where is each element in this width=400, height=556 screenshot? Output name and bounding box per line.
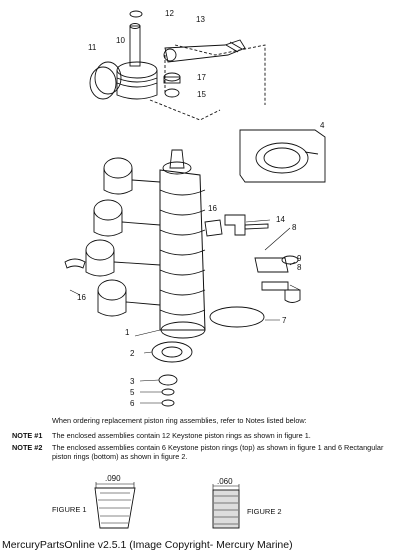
bearing-cage: [204, 214, 246, 237]
copyright-footer: MercuryPartsOnline v2.5.1 (Image Copyrig…: [2, 539, 293, 551]
figure-1-section: [94, 482, 136, 529]
seal-box: [239, 129, 326, 183]
callout-13: 13: [196, 15, 205, 24]
callout-3: 3: [130, 377, 135, 386]
ordering-notes: When ordering replacement piston ring as…: [12, 416, 392, 465]
note-2-label: NOTE #2: [12, 443, 43, 453]
callout-6: 6: [130, 399, 135, 408]
piston-crank-3: [85, 239, 161, 277]
bearing-left: [64, 258, 86, 269]
washer-5: [161, 388, 175, 396]
callout-12: 12: [165, 9, 174, 18]
figure-1-label: FIGURE 1: [52, 505, 87, 514]
callout-10: 10: [116, 36, 125, 45]
callout-8: 8: [292, 223, 297, 232]
callout-17: 17: [197, 73, 206, 82]
callout-9: 9: [297, 254, 302, 263]
piston-crank-4: [97, 279, 161, 317]
callout-7: 7: [282, 316, 287, 325]
callout-11: 11: [88, 43, 97, 52]
notes-intro: When ordering replacement piston ring as…: [52, 416, 307, 425]
washer-6: [161, 399, 175, 407]
note-1-label: NOTE #1: [12, 430, 43, 440]
dowel-pin: [244, 223, 269, 230]
figure-2-section: [212, 484, 240, 529]
callout-16a: 16: [208, 204, 217, 213]
o-ring: [209, 306, 265, 328]
note-1: NOTE #1 The enclosed assemblies contain …: [12, 430, 392, 441]
note-1-text: The enclosed assemblies contain 12 Keyst…: [52, 430, 311, 440]
callout-1: 1: [125, 328, 130, 337]
note-2-text: The enclosed assemblies contain 6 Keysto…: [52, 443, 384, 461]
ball-bearing: [151, 341, 193, 363]
piston-rings: [89, 61, 122, 100]
figure-2-dimension: .060: [217, 477, 233, 486]
piston-top: [116, 61, 158, 100]
piston-pin: [129, 23, 141, 67]
bearing-halves: [254, 255, 301, 303]
callout-4: 4: [320, 121, 325, 130]
crankshaft: [159, 149, 206, 339]
callout-15: 15: [197, 90, 206, 99]
washer-3: [158, 374, 178, 386]
figure-2-label: FIGURE 2: [247, 507, 282, 516]
connecting-rod: [163, 39, 246, 63]
washer-15: [164, 88, 180, 98]
note-2: NOTE #2 The enclosed assemblies contain …: [12, 443, 392, 461]
callout-2: 2: [130, 349, 135, 358]
lock-ring: [129, 10, 143, 18]
piston-crank-1: [103, 157, 161, 195]
callout-16b: 16: [77, 293, 86, 302]
figure-1-dimension: .090: [105, 474, 121, 483]
callout-8b: 8: [297, 263, 302, 272]
piston-crank-2: [93, 199, 161, 237]
callout-14: 14: [276, 215, 285, 224]
callout-5: 5: [130, 388, 135, 397]
